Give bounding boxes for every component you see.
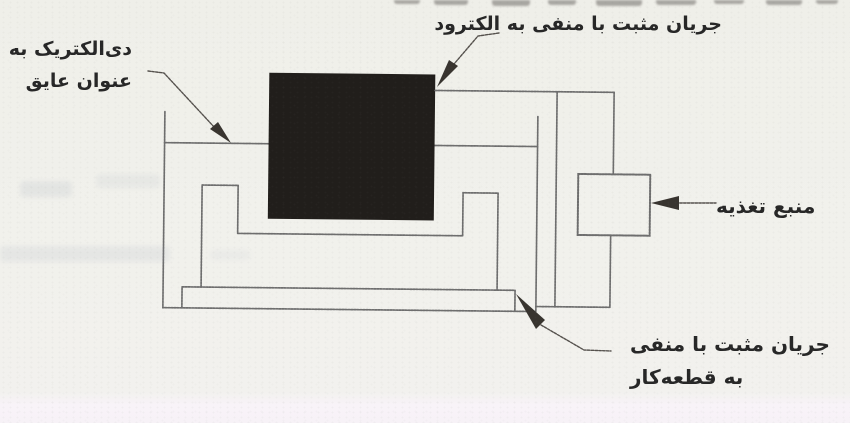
wire-psu-top (612, 91, 615, 176)
cut-text-remnant (656, 0, 696, 5)
cut-text-remnant (434, 0, 468, 5)
wire-psu-bottom (609, 234, 612, 309)
dielectric-tank-outline (162, 110, 539, 313)
label-current-to-electrode: جریان مثبت با منفی به الکترود (434, 13, 722, 35)
label-workpiece-line1: جریان مثبت با منفی (630, 332, 830, 356)
leader-dielectric (147, 70, 216, 129)
label-dielectric-insulator: دی‌الکتریک به عنوان عایق (9, 33, 132, 97)
label-dielectric-line2: عنوان عایق (25, 70, 132, 92)
cut-text-remnant (492, 0, 530, 6)
power-supply-box (576, 172, 652, 237)
wire-vertical-left (554, 90, 558, 308)
workpiece-base-plate (181, 285, 516, 313)
arrow-to-electrode-icon (437, 60, 458, 87)
cut-text-remnant (596, 0, 642, 6)
label-power-supply: منبع تغذیه (716, 194, 816, 218)
page-bleedthrough-mark (0, 246, 170, 262)
label-dielectric-line1: دی‌الکتریک به (8, 38, 132, 60)
cut-text-remnant (766, 0, 802, 5)
cut-text-remnant (714, 0, 744, 4)
cut-text-remnant (394, 0, 420, 4)
wire-electrode-top (434, 89, 615, 94)
wire-workpiece-bottom (535, 305, 611, 309)
leader-electrode (453, 32, 500, 65)
page-bleedthrough-mark (210, 250, 250, 260)
cut-text-remnant (548, 0, 576, 5)
arrow-to-dielectric-icon (210, 122, 231, 143)
page-bleedthrough-mark (20, 181, 72, 197)
workpiece-outline (200, 184, 499, 291)
arrow-to-power-supply-icon (651, 196, 679, 210)
label-current-to-workpiece: جریان مثبت با منفی به قطعه‌کار (630, 328, 830, 394)
electrode-block (267, 72, 436, 221)
page-bottom-band (0, 391, 850, 423)
page-bleedthrough-mark (96, 174, 160, 188)
label-workpiece-line2: به قطعه‌کار (630, 365, 744, 389)
leader-workpiece (540, 324, 612, 352)
cut-text-remnant (816, 0, 838, 4)
arrow-to-workpiece-icon (516, 294, 545, 329)
